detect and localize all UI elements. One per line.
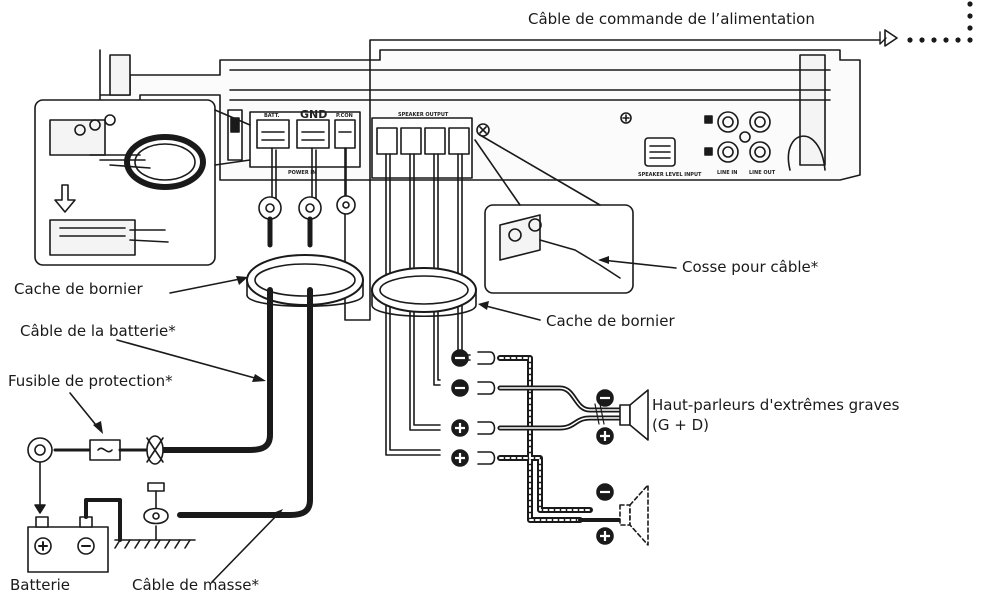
cable-lug-label: Cosse pour câble* [682,258,819,276]
panel-batt-label: BATT. [264,113,279,119]
fuse-label: Fusible de protection* [8,372,173,390]
power-wires [258,147,356,248]
panel-speaker-output-label: SPEAKER OUTPUT [398,112,449,118]
panel-gnd-label: GND [300,108,327,121]
battery-label: Batterie [10,576,71,594]
subwoofer-label-line1: Haut-parleurs d'extrêmes graves [652,396,900,414]
second-subwoofer-speaker [619,484,649,546]
power-terminal-block [249,111,361,168]
power-connector-inset [34,99,251,266]
terminal-cover-left-label: Cache de bornier [14,280,143,298]
panel-power-in-label: POWER IN [288,170,316,176]
input-output-panel [620,111,771,167]
panel-line-out-label: LINE OUT [749,170,776,176]
callout-arrows [69,259,677,583]
panel-pcon-label: P.CON [336,113,353,119]
subwoofer-label-line2: (G + D) [652,416,709,434]
ground-cable-label: Câble de masse* [132,576,260,594]
power-control-cable-label: Câble de commande de l’alimentation [528,10,815,28]
first-speaker-cable [497,385,623,431]
panel-speaker-level-input-label: SPEAKER LEVEL INPUT [638,172,702,178]
ground-cable [177,287,313,518]
fuse-assembly [27,435,164,514]
speaker-lug-inset [474,134,634,294]
terminal-cover-right-label: Cache de bornier [546,312,675,330]
battery-cable [157,287,273,453]
chassis-ground [114,482,196,549]
panel-line-in-label: LINE IN [717,170,737,176]
battery-cable-label: Câble de la batterie* [20,322,176,340]
speaker-terminal-block [371,117,490,179]
terminal-cover-right [371,267,477,318]
terminal-cover-left [246,254,364,307]
polarity-connectors [451,349,496,467]
subwoofer-speaker [596,389,649,445]
second-speaker-cable [497,355,622,523]
battery [27,498,122,573]
